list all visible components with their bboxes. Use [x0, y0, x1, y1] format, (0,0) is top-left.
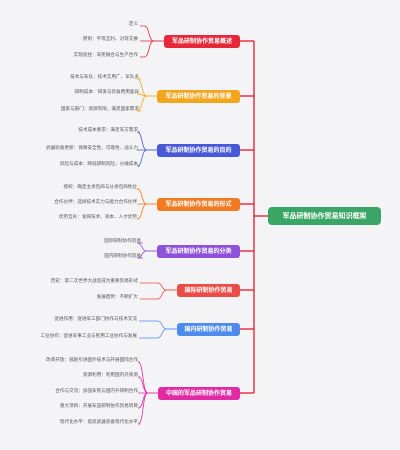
branch-node-4[interactable]: 军品研制协作贸易的形式 [157, 197, 240, 211]
leaf-connector-4-3 [136, 203, 148, 220]
leaf-item-2-1[interactable]: 技术与军队：技术实用广、军队多 [70, 75, 139, 80]
leaf-item-2-3[interactable]: 国家与部门：资源有限，满足国家需求 [60, 107, 139, 112]
branch-node-7[interactable]: 国内研制协作贸易 [177, 322, 240, 336]
leaf-item-1-1[interactable]: 定义 [128, 22, 138, 27]
leaf-connector-8-5 [137, 392, 149, 425]
leaf-item-3-2[interactable]: 武器装备更新：保障安全性、可靠性、战斗力 [46, 146, 138, 151]
leaf-item-7-2[interactable]: 工业协作：促进军事工业与民用工业协作与发展 [40, 334, 137, 339]
branch-node-5[interactable]: 军品研制协作贸易的分类 [157, 244, 240, 258]
leaf-connector-5-2 [136, 250, 148, 259]
branch-node-2[interactable]: 军品研制协作贸易的背景 [157, 89, 240, 103]
leaf-connector-8-2 [137, 376, 149, 394]
leaf-connector-3-1 [136, 131, 148, 151]
leaf-item-6-2[interactable]: 发展趋势：不断扩大 [96, 295, 138, 300]
leaf-connector-2-3 [136, 95, 148, 112]
leaf-item-2-2[interactable]: 研制成本：研发与装备费用差异 [74, 90, 139, 95]
leaf-item-5-1[interactable]: 国际研制协作贸易 [104, 239, 141, 244]
leaf-item-3-1[interactable]: 技术成本要求：满足军方需求 [78, 128, 138, 133]
leaf-connector-7-2 [139, 328, 168, 339]
leaf-connector-1-3 [140, 40, 155, 58]
leaf-item-8-4[interactable]: 重大项目：开展军品研制协作贸易项目 [59, 404, 138, 409]
leaf-item-8-2[interactable]: 资源利用：利用国内外资源 [82, 373, 138, 378]
leaf-connector-7-1 [139, 320, 168, 330]
leaf-item-5-2[interactable]: 国内研制协作贸易 [104, 254, 141, 259]
branch-node-8[interactable]: 中国的军品研制协作贸易 [158, 386, 240, 400]
leaf-item-1-2[interactable]: 原则：平等互利、对等交换 [82, 37, 138, 42]
branch-node-6[interactable]: 国际研制协作贸易 [177, 283, 240, 297]
leaf-item-8-5[interactable]: 现代化水平：提高武器装备现代化水平 [59, 420, 138, 425]
leaf-item-4-2[interactable]: 合作伙伴：选择技术实力与能力合作伙伴 [54, 200, 137, 205]
leaf-connector-5-1 [136, 242, 148, 252]
leaf-item-4-1[interactable]: 授权：确定主承包商与分承包商地位 [63, 185, 137, 190]
leaf-item-8-3[interactable]: 合作与交流：加强军民与国内外研制合作 [55, 389, 138, 394]
leaf-connector-6-1 [140, 282, 168, 291]
branch-node-3[interactable]: 军品研制协作贸易的目的 [157, 143, 240, 157]
leaf-connector-6-2 [140, 289, 168, 300]
root-node[interactable]: 军品研制协作贸易知识框架 [268, 207, 381, 225]
leaf-item-4-3[interactable]: 优势互补：发挥技术、资本、人才优势 [58, 215, 137, 220]
leaf-item-7-1[interactable]: 促进作用：促进军工部门协作与技术交流 [54, 317, 137, 322]
leaf-item-1-3[interactable]: 实现途径：军民融合与生产合作 [73, 53, 138, 58]
leaf-connector-4-1 [136, 188, 148, 205]
leaf-connector-2-1 [136, 78, 148, 97]
leaf-item-6-1[interactable]: 历史：第二次世界大战后成为重要贸易形式 [50, 279, 138, 284]
branch-node-1[interactable]: 军品研制协作贸易概述 [164, 34, 240, 48]
leaf-item-8-1[interactable]: 改革开放：鼓励引进国外技术与开展国际合作 [46, 358, 138, 363]
leaf-connector-3-3 [136, 149, 148, 167]
leaf-item-3-3[interactable]: 风险与成本：降低研制风险，分摊成本 [59, 162, 138, 167]
leaf-connector-2-2 [136, 93, 148, 97]
leaf-connector-1-1 [140, 25, 155, 42]
